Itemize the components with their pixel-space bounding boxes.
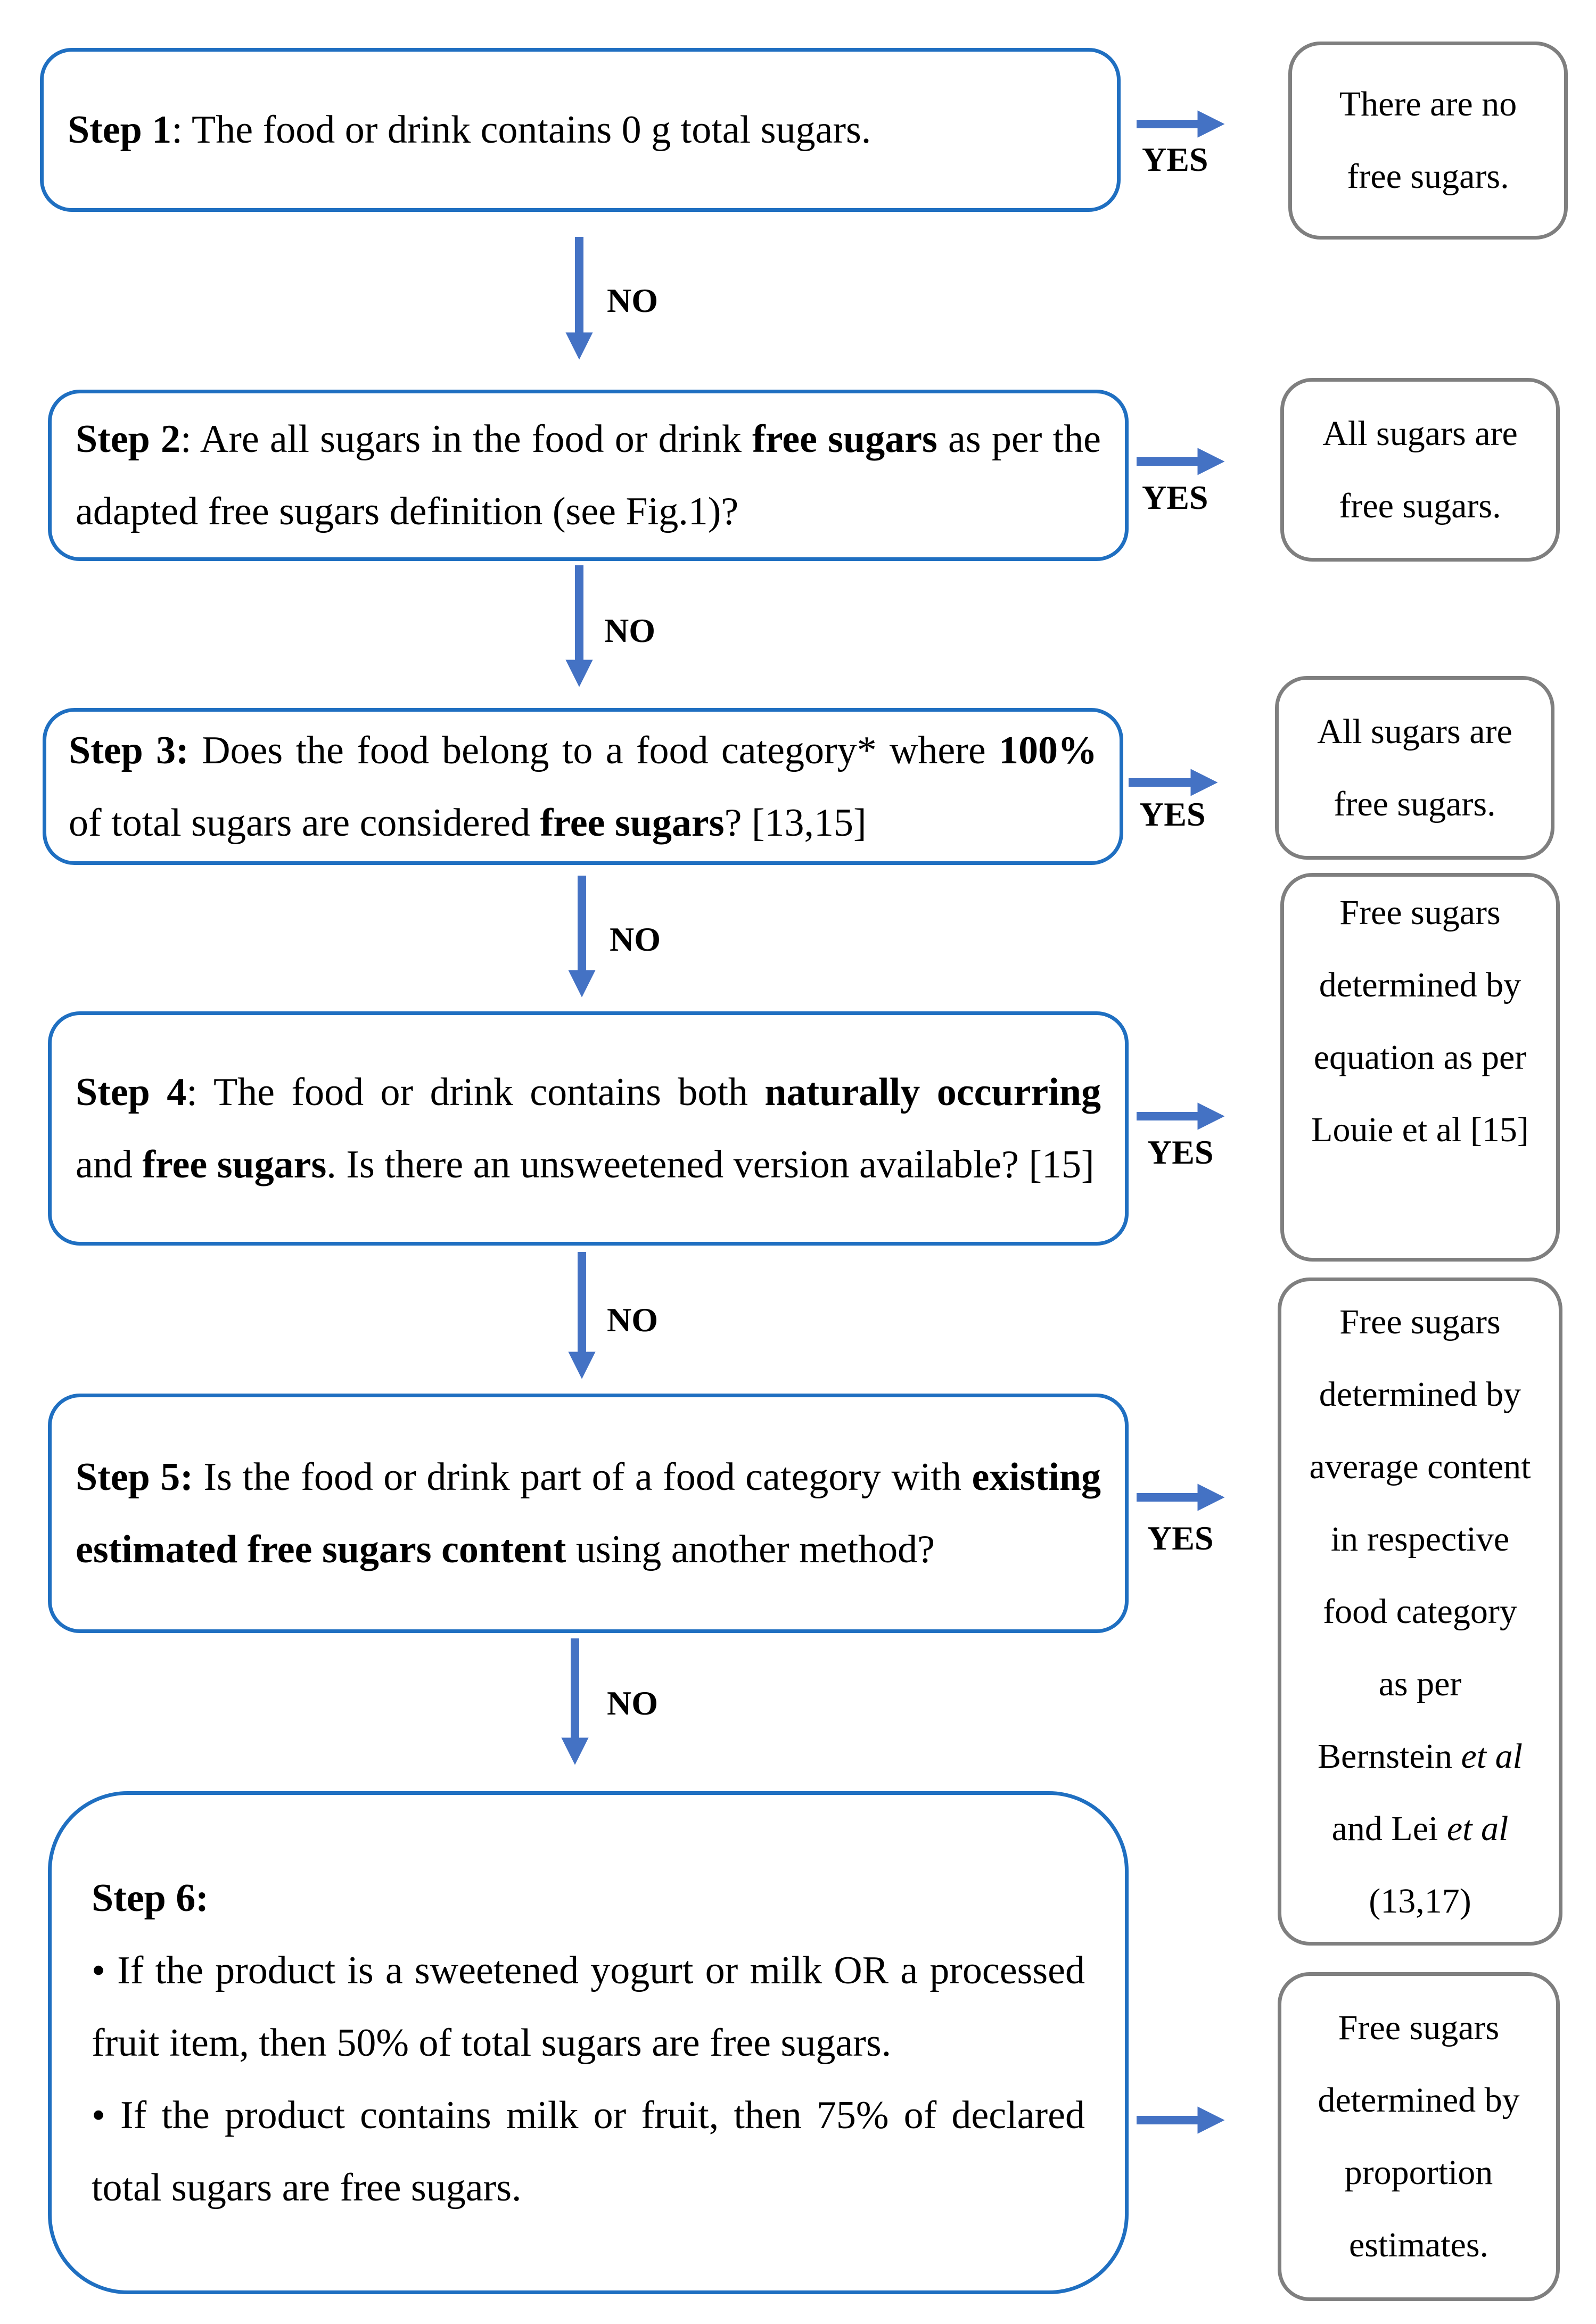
outcome-2-line-1: All sugars are: [1322, 414, 1518, 453]
outcome-4-line-1: Free sugars: [1339, 893, 1501, 932]
outcome-5-line-1: Free sugars: [1339, 1302, 1501, 1341]
outcome-5-line-8: and Lei et al: [1331, 1809, 1509, 1848]
no-label-5: NO: [607, 1684, 658, 1722]
outcome-5-line-3: average content: [1309, 1447, 1531, 1486]
step-6-bullet-2: • If the product contains milk or fruit,…: [92, 2093, 1085, 2210]
outcome-6-line-4: estimates.: [1348, 2226, 1489, 2264]
outcome-1-box: There are no free sugars.: [1288, 42, 1568, 240]
step-2-box: Step 2: Are all sugars in the food or dr…: [48, 390, 1129, 561]
outcome-5-line-5: food category: [1323, 1592, 1517, 1631]
outcome-1-line-1: There are no: [1339, 85, 1517, 123]
no-label-4: NO: [607, 1301, 658, 1339]
yes-label-2: YES: [1142, 479, 1208, 516]
outcome-6-line-2: determined by: [1318, 2081, 1520, 2120]
step-4-box: Step 4: The food or drink contains both …: [48, 1011, 1129, 1246]
step-6-bullet-1: • If the product is a sweetened yogurt o…: [92, 1948, 1085, 2065]
outcome-1-line-2: free sugars.: [1347, 157, 1509, 196]
yes-label-5: YES: [1147, 1519, 1214, 1557]
outcome-2-line-2: free sugars.: [1339, 486, 1501, 525]
outcome-5-box: Free sugars determined by average conten…: [1278, 1278, 1562, 1946]
step-4-text: Step 4: The food or drink contains both …: [76, 1070, 1101, 1186]
no-label-2: NO: [604, 612, 655, 649]
step-5-text: Step 5: Is the food or drink part of a f…: [76, 1455, 1101, 1571]
outcome-5-line-4: in respective: [1330, 1519, 1510, 1559]
step-3-text: Step 3: Does the food belong to a food c…: [69, 728, 1097, 845]
step-5-box: Step 5: Is the food or drink part of a f…: [48, 1394, 1129, 1633]
step-3-box: Step 3: Does the food belong to a food c…: [43, 708, 1123, 865]
yes-label-4: YES: [1147, 1133, 1214, 1171]
step-1-box: Step 1: The food or drink contains 0 g t…: [40, 48, 1121, 212]
yes-label-1: YES: [1142, 141, 1208, 178]
outcome-3-line-1: All sugars are: [1317, 712, 1512, 751]
outcome-5-line-9: (13,17): [1369, 1881, 1471, 1921]
no-label-3: NO: [610, 920, 661, 958]
step-6-label: Step 6:: [92, 1876, 209, 1920]
outcome-2-box: All sugars are free sugars.: [1280, 378, 1560, 562]
outcome-6-box: Free sugars determined by proportion est…: [1278, 1972, 1560, 2301]
outcome-5-line-7: Bernstein et al: [1318, 1736, 1523, 1776]
step-6-box: Step 6: • If the product is a sweetened …: [48, 1791, 1129, 2294]
outcome-6-line-3: proportion: [1344, 2153, 1493, 2192]
outcome-4-line-2: determined by: [1319, 966, 1521, 1004]
outcome-4-line-4: Louie et al [15]: [1311, 1110, 1529, 1149]
outcome-4-box: Free sugars determined by equation as pe…: [1280, 873, 1560, 1262]
outcome-4-line-3: equation as per: [1313, 1038, 1527, 1077]
outcome-6-line-1: Free sugars: [1338, 2008, 1500, 2047]
step-1-text: Step 1: The food or drink contains 0 g t…: [68, 108, 871, 152]
yes-label-3: YES: [1139, 795, 1206, 833]
outcome-3-line-2: free sugars.: [1334, 784, 1496, 823]
outcome-3-box: All sugars are free sugars.: [1275, 676, 1554, 860]
no-label-1: NO: [607, 282, 658, 319]
outcome-5-line-2: determined by: [1319, 1374, 1521, 1414]
step-2-text: Step 2: Are all sugars in the food or dr…: [76, 417, 1101, 533]
outcome-5-line-6: as per: [1378, 1664, 1462, 1703]
